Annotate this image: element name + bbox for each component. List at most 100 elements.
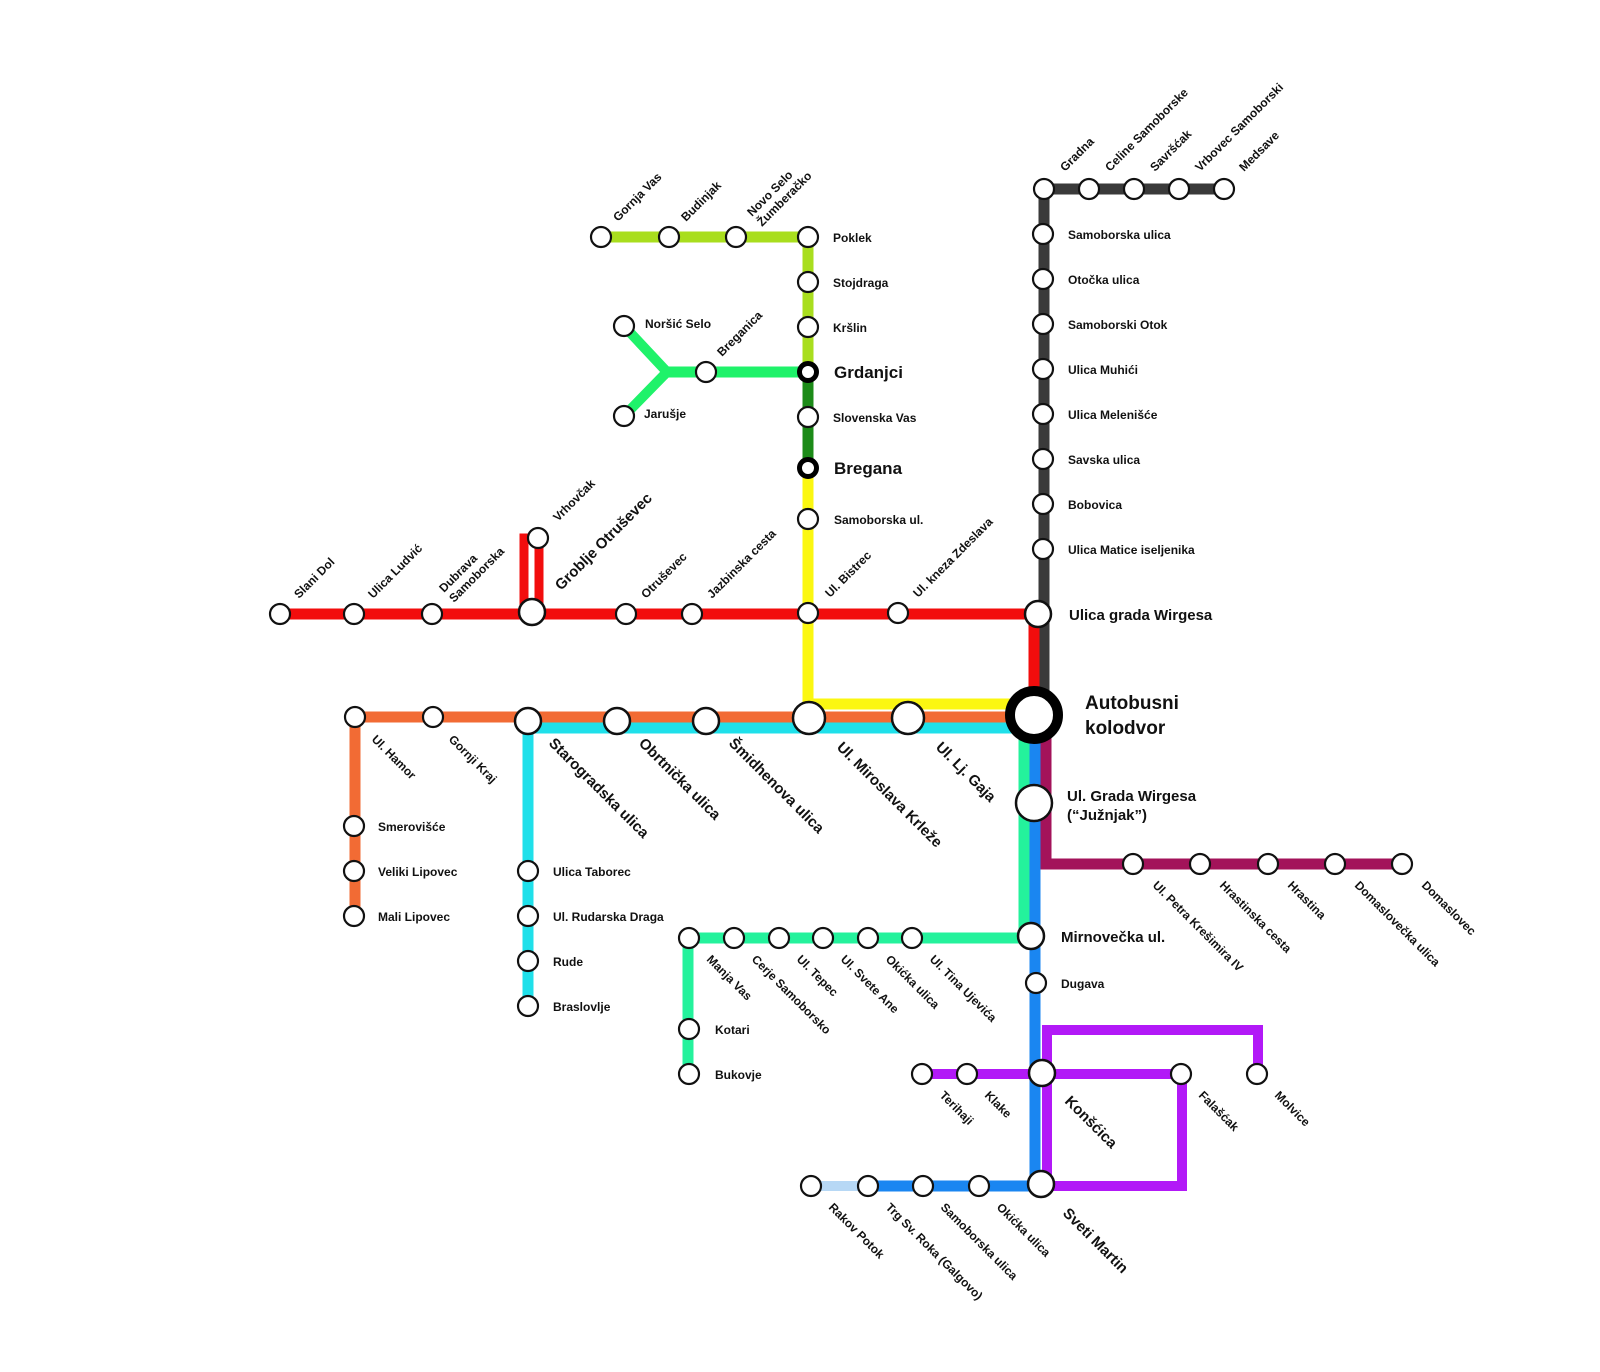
station-mali-lipovec[interactable] [342,904,366,928]
station-ul-bistrec[interactable] [796,601,820,625]
label-rakov-potok: Rakov Potok [826,1200,888,1262]
station-dugava[interactable] [1024,971,1048,995]
station-trg-sv-roka[interactable] [856,1174,880,1198]
station-ulica-muhici[interactable] [1031,357,1055,381]
station-starogradska-ulica[interactable] [513,706,543,736]
station-samoborska-ulica-north[interactable] [1031,222,1055,246]
station-terihaji[interactable] [910,1062,934,1086]
station-grdanjci[interactable] [797,361,819,383]
station-otrusevec[interactable] [614,602,638,626]
station-ulica-ludvic[interactable] [342,602,366,626]
station-krslin[interactable] [796,315,820,339]
station-celine-samoborske[interactable] [1077,177,1101,201]
station-bukovje[interactable] [677,1062,701,1086]
station-novo-selo[interactable] [724,225,748,249]
label-ulica-ludvic: Ulica Ludvić [365,541,425,601]
label-hrastina: Hrastina [1285,878,1329,922]
station-ul-miroslava-krleze[interactable] [791,700,827,736]
label-bregana: Bregana [834,459,903,478]
station-ul-petra-kresimira[interactable] [1121,852,1145,876]
station-budinjak[interactable] [657,225,681,249]
station-domaslovecka-ulica[interactable] [1323,852,1347,876]
station-smerovisce[interactable] [342,814,366,838]
station-poklek[interactable] [796,225,820,249]
station-braslovlje[interactable] [516,994,540,1018]
route-line-maroon [1040,724,1408,870]
station-samoborska-ulica-south[interactable] [911,1174,935,1198]
station-hrastina[interactable] [1256,852,1280,876]
station-ul-lj-gaja[interactable] [890,700,926,736]
station-molvice[interactable] [1245,1062,1269,1086]
station-jarusje[interactable] [612,404,636,428]
station-gornja-vas[interactable] [589,225,613,249]
label-rude: Rude [553,955,583,969]
station-jazbinska-cesta[interactable] [680,602,704,626]
station-dubrava-samoborska[interactable] [420,602,444,626]
station-ulica-taborec[interactable] [516,859,540,883]
station-ul-rudarska-draga[interactable] [516,904,540,928]
station-bregana[interactable] [797,457,819,479]
station-gradna[interactable] [1032,177,1056,201]
label-dugava: Dugava [1061,977,1105,991]
station-kotari[interactable] [677,1017,701,1041]
station-mirnovecka-ul[interactable] [1016,921,1046,951]
label-starogradska-ulica: Starogradska ulica [545,735,652,842]
station-breganica[interactable] [694,360,718,384]
station-otocka-ulica[interactable] [1031,267,1055,291]
station-juznjak[interactable] [1014,783,1054,823]
label-savrscak: Savršćak [1147,127,1194,174]
station-bobovica[interactable] [1031,492,1055,516]
station-rakov-potok[interactable] [799,1174,823,1198]
label-ulica-grada-wirgesa: Ulica grada Wirgesa [1069,607,1213,624]
station-norsic-selo[interactable] [612,314,636,338]
station-obrtnicka-ulica[interactable] [602,706,632,736]
station-ulica-grada-wirgesa[interactable] [1023,599,1053,629]
station-autobusni-kolodvor[interactable] [1005,686,1063,744]
station-ul-hamor[interactable] [343,705,367,729]
station-smidhenova-ulica[interactable] [691,706,721,736]
station-savska-ulica[interactable] [1031,447,1055,471]
label-gornja-vas: Gornja Vas [610,170,664,224]
station-ul-kneza-zdeslava[interactable] [886,601,910,625]
label-krslin: Kršlin [833,321,867,335]
label-stojdraga: Stojdraga [833,276,889,290]
station-vrhovcak[interactable] [526,526,550,550]
station-slovenska-vas[interactable] [796,405,820,429]
station-samoborska-ul[interactable] [796,507,820,531]
station-ul-tepec[interactable] [767,926,791,950]
station-cerje-samoborsko[interactable] [722,926,746,950]
station-gornji-kraj[interactable] [421,705,445,729]
label-jazbinska-cesta: Jazbinska cesta [704,526,779,601]
station-ulica-matice-iseljenika[interactable] [1031,537,1055,561]
station-klake[interactable] [955,1062,979,1086]
station-groblje-otrusevec[interactable] [517,597,547,627]
station-okicka-ulica-1[interactable] [856,926,880,950]
station-hrastinska-cesta[interactable] [1188,852,1212,876]
label-grdanjci: Grdanjci [834,363,903,382]
station-stojdraga[interactable] [796,270,820,294]
station-veliki-lipovec[interactable] [342,859,366,883]
station-labels: Gornja Vas Budinjak Novo Selo Žumberačko… [291,80,1479,1303]
label-juznjak-2: (“Južnjak”) [1067,807,1147,824]
label-norsic-selo: Noršić Selo [645,317,711,331]
station-slani-dol[interactable] [268,602,292,626]
station-ul-svete-ane[interactable] [811,926,835,950]
station-domaslovec[interactable] [1390,852,1414,876]
station-savrscak[interactable] [1122,177,1146,201]
station-vrbovec-samoborski[interactable] [1167,177,1191,201]
station-medsave[interactable] [1212,177,1236,201]
station-sveti-martin[interactable] [1026,1169,1056,1199]
station-konscica[interactable] [1027,1058,1057,1088]
route-line-lime [594,231,814,378]
label-smidhenova-ulica: Šmidhenova ulica [725,734,828,837]
station-falascak[interactable] [1169,1062,1193,1086]
station-ulica-melenisce[interactable] [1031,402,1055,426]
station-manja-vas[interactable] [677,926,701,950]
label-slovenska-vas: Slovenska Vas [833,411,917,425]
label-veliki-lipovec: Veliki Lipovec [378,865,458,879]
station-samoborski-otok[interactable] [1031,312,1055,336]
station-ul-tina-ujevica[interactable] [900,926,924,950]
label-jarusje: Jarušje [644,407,686,421]
station-okicka-ulica-2[interactable] [967,1174,991,1198]
station-rude[interactable] [516,949,540,973]
